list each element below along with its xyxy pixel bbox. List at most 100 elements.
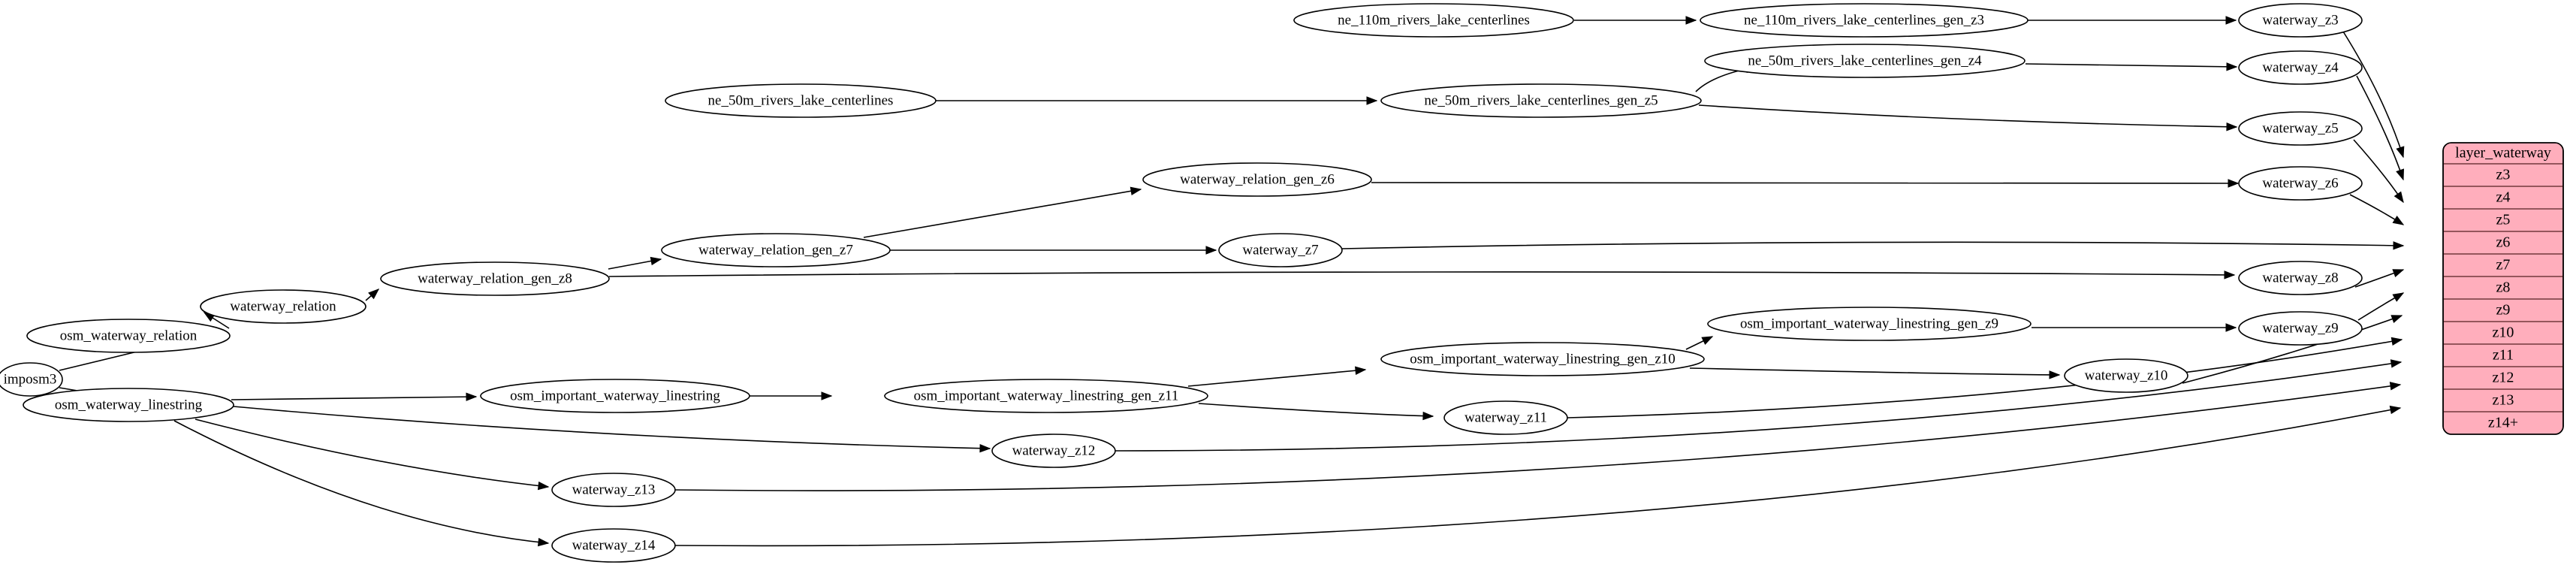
node-label: waterway_z11	[1464, 409, 1547, 425]
edge-waterway_z11-to-table_z11	[1567, 337, 2403, 418]
node-label: waterway_relation_gen_z6	[1180, 171, 1335, 187]
table-row-z8[interactable]: z8	[2443, 276, 2563, 296]
node-shape	[200, 289, 366, 324]
arrow-head-icon	[2396, 146, 2405, 159]
node-waterway_relation_gen_z6[interactable]: waterway_relation_gen_z6	[1142, 162, 1372, 197]
edge-ne_110m_rivers_lake_centerlines_gen_z3-to-waterway_z3	[2028, 16, 2237, 25]
node-label: osm_important_waterway_linestring_gen_z1…	[914, 388, 1179, 403]
node-shape	[26, 319, 231, 353]
arrow-head-icon	[537, 481, 550, 491]
edge-waterway_z12-to-table_z12	[1115, 359, 2403, 452]
edge-osm_important_waterway_linestring_gen_z11-to-waterway_z11	[1198, 403, 1434, 421]
edge-osm_waterway_linestring-to-waterway_z13	[195, 418, 550, 491]
table-row-z3[interactable]: z3	[2443, 163, 2563, 183]
node-label: osm_important_waterway_linestring_gen_z9	[1740, 316, 1998, 331]
node-shape	[2238, 261, 2363, 295]
arrow-head-icon	[2226, 122, 2238, 131]
arrow-head-icon	[2224, 270, 2236, 279]
node-waterway_z3[interactable]: waterway_z3	[2238, 3, 2363, 38]
row-label: z4	[2496, 189, 2511, 206]
edge-waterway_z9-to-table_z9	[2357, 292, 2405, 321]
node-osm_important_waterway_linestring[interactable]: osm_important_waterway_linestring	[480, 379, 750, 413]
node-shape	[1443, 400, 1568, 435]
node-ne_50m_rivers_lake_centerlines_gen_z4[interactable]: ne_50m_rivers_lake_centerlines_gen_z4	[1704, 44, 2026, 78]
table-row-z12[interactable]: z12	[2443, 366, 2563, 386]
table-row-z9[interactable]: z9	[2443, 298, 2563, 319]
node-shape	[1704, 44, 2026, 78]
node-osm_waterway_relation[interactable]: osm_waterway_relation	[26, 319, 231, 353]
arrow-head-icon	[2390, 337, 2403, 346]
arrow-head-icon	[1130, 186, 1142, 195]
node-waterway_z14[interactable]: waterway_z14	[551, 528, 676, 563]
edge-osm_important_waterway_linestring_gen_z11-to-osm_important_waterway_linestring_gen_z10	[1187, 366, 1367, 387]
arrow-head-icon	[2225, 323, 2237, 332]
node-waterway_z6[interactable]: waterway_z6	[2238, 166, 2363, 201]
table-row-z7[interactable]: z7	[2443, 253, 2563, 273]
edge-ne_50m_rivers_lake_centerlines-to-ne_50m_rivers_lake_centerlines_gen_z5	[936, 96, 1378, 105]
arrow-head-icon	[368, 289, 380, 300]
edge-waterway_z4-to-table_z4	[2356, 75, 2405, 181]
table-row-z14+[interactable]: z14+	[2443, 411, 2563, 431]
node-waterway_z7[interactable]: waterway_z7	[1218, 233, 1343, 267]
edge-waterway_z7-to-table_z7	[1341, 241, 2405, 250]
node-osm_waterway_linestring[interactable]: osm_waterway_linestring	[23, 388, 234, 422]
node-label: waterway_relation_gen_z7	[698, 242, 853, 258]
node-label: waterway_z5	[2262, 120, 2338, 136]
edge-osm_waterway_linestring-to-waterway_z12	[233, 406, 991, 453]
arrow-head-icon	[2049, 370, 2061, 379]
node-label: waterway_z3	[2262, 12, 2338, 28]
arrow-head-icon	[2393, 241, 2405, 250]
node-shape	[2238, 111, 2363, 146]
row-label: z11	[2493, 347, 2514, 364]
edge-waterway_z8-to-table_z8	[2354, 269, 2405, 288]
node-waterway_z5[interactable]: waterway_z5	[2238, 111, 2363, 146]
arrow-head-icon	[979, 443, 991, 453]
node-ne_50m_rivers_lake_centerlines[interactable]: ne_50m_rivers_lake_centerlines	[665, 83, 937, 118]
arrow-head-icon	[2390, 359, 2403, 368]
node-ne_110m_rivers_lake_centerlines[interactable]: ne_110m_rivers_lake_centerlines	[1293, 3, 1574, 38]
node-osm_important_waterway_linestring_gen_z9[interactable]: osm_important_waterway_linestring_gen_z9	[1707, 307, 2032, 341]
node-imposm3[interactable]: imposm3	[0, 362, 63, 397]
row-label: z6	[2496, 234, 2511, 251]
node-waterway_relation[interactable]: waterway_relation	[200, 289, 366, 324]
node-label: osm_important_waterway_linestring	[510, 388, 720, 403]
node-ne_50m_rivers_lake_centerlines_gen_z5[interactable]: ne_50m_rivers_lake_centerlines_gen_z5	[1380, 83, 1702, 118]
node-shape	[2238, 311, 2363, 346]
table-row-z11[interactable]: z11	[2443, 343, 2563, 364]
node-waterway_z13[interactable]: waterway_z13	[551, 473, 676, 507]
edge-waterway_z10-to-table_z10	[2182, 315, 2403, 384]
table-row-z6[interactable]: z6	[2443, 231, 2563, 251]
node-shape	[1142, 162, 1372, 197]
node-label: waterway_z8	[2262, 270, 2338, 286]
row-label: z13	[2493, 392, 2514, 409]
table-row-z4[interactable]: z4	[2443, 186, 2563, 206]
arrow-head-icon	[2228, 179, 2240, 188]
node-osm_important_waterway_linestring_gen_z11[interactable]: osm_important_waterway_linestring_gen_z1…	[884, 379, 1208, 413]
edge-waterway_z14-to-table_z14	[674, 405, 2402, 547]
node-osm_important_waterway_linestring_gen_z10[interactable]: osm_important_waterway_linestring_gen_z1…	[1380, 342, 1705, 376]
arrow-head-icon	[1685, 16, 1697, 25]
table-row-z10[interactable]: z10	[2443, 321, 2563, 341]
node-label: waterway_relation_gen_z8	[418, 270, 572, 286]
table-row-z5[interactable]: z5	[2443, 208, 2563, 228]
node-waterway_relation_gen_z7[interactable]: waterway_relation_gen_z7	[661, 233, 891, 267]
edge-waterway_relation-to-waterway_relation_gen_z8	[365, 289, 380, 301]
arrow-head-icon	[466, 392, 478, 401]
table-outline	[2442, 142, 2564, 435]
node-waterway_z4[interactable]: waterway_z4	[2238, 50, 2363, 85]
edge-waterway_relation_gen_z8-to-waterway_z8	[608, 270, 2236, 279]
node-label: waterway_z12	[1012, 443, 1096, 458]
table-row-z13[interactable]: z13	[2443, 388, 2563, 409]
node-waterway_z8[interactable]: waterway_z8	[2238, 261, 2363, 295]
edge-osm_important_waterway_linestring_gen_z10-to-osm_important_waterway_linestring_gen_z9	[1685, 336, 1714, 350]
node-ne_110m_rivers_lake_centerlines_gen_z3[interactable]: ne_110m_rivers_lake_centerlines_gen_z3	[1700, 3, 2029, 38]
arrow-head-icon	[2226, 62, 2238, 71]
node-waterway_z9[interactable]: waterway_z9	[2238, 311, 2363, 346]
node-shape	[884, 379, 1208, 413]
arrow-head-icon	[2392, 215, 2405, 225]
node-waterway_relation_gen_z8[interactable]: waterway_relation_gen_z8	[380, 261, 610, 296]
node-waterway_z10[interactable]: waterway_z10	[2064, 358, 2188, 393]
arrow-head-icon	[1366, 96, 1378, 105]
node-waterway_z12[interactable]: waterway_z12	[991, 434, 1116, 468]
node-waterway_z11[interactable]: waterway_z11	[1443, 400, 1568, 435]
